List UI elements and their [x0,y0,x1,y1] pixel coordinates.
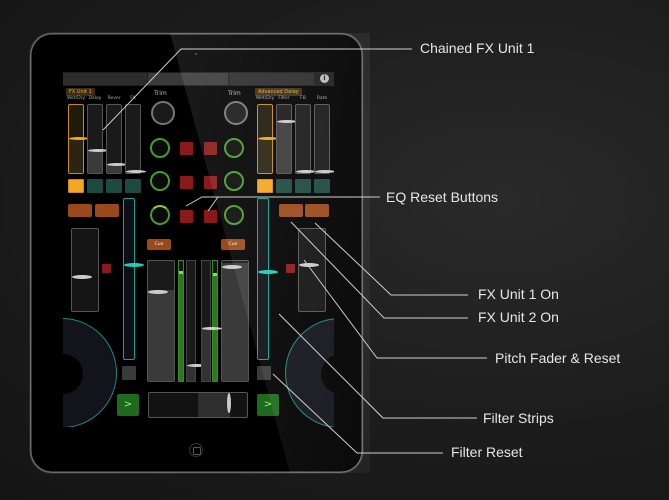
fx-param-handle[interactable] [88,148,108,152]
fx-param-slider[interactable] [68,104,89,174]
fx-param-label: Rate [316,96,328,101]
fx-param-handle[interactable] [315,169,334,173]
deck-display-left[interactable] [63,73,147,85]
eq-hi-right-knob[interactable] [224,138,244,158]
fx-pad-button[interactable] [295,179,311,193]
gain-fader-left[interactable] [186,260,207,382]
fx-param-handle[interactable] [258,137,278,140]
crossfader[interactable] [148,392,248,418]
camera-icon [195,53,197,55]
filter-reset-left-button[interactable] [122,366,136,380]
fx-param-label: Rever [107,96,121,101]
fx2-on-right-button[interactable] [305,204,329,217]
channel-right-handle[interactable] [222,265,242,270]
home-button[interactable] [189,443,203,457]
fx-param-label: Filter [278,96,290,101]
callout-chained-fx: Chained FX Unit 1 [420,40,535,56]
channel-fader-right[interactable] [221,260,249,382]
filter-strip-left[interactable] [123,198,144,360]
fx-param-handle[interactable] [126,169,146,173]
fx-param-slider[interactable] [295,104,316,174]
trim-left-label: Trim [154,90,167,97]
fx-pad-button[interactable] [257,179,273,193]
fx1-on-right-button[interactable] [279,204,303,217]
callout-pitch-fader: Pitch Fader & Reset [495,350,621,366]
fx-pad-button[interactable] [125,179,141,193]
pitch-reset-left-button[interactable] [102,264,111,273]
fx-pad-button[interactable] [314,179,330,193]
fx-param-slider[interactable] [314,104,334,174]
fx1-on-left-button[interactable] [68,204,92,217]
fx-param-slider[interactable] [106,104,127,174]
callout-fx1-on: FX Unit 1 On [478,286,559,302]
crossfader-handle[interactable] [227,393,232,413]
eq-hi-left-knob[interactable] [150,138,170,158]
eq-reset-mid-left[interactable] [180,176,193,189]
gain-right-handle[interactable] [202,326,222,330]
eq-mid-left-knob[interactable] [150,171,170,191]
callout-filter-reset: Filter Reset [451,444,523,460]
fx-pad-button[interactable] [106,179,122,193]
callout-eq-reset: EQ Reset Buttons [386,189,499,205]
play-right-button[interactable]: > [257,394,279,416]
fx-param-handle[interactable] [69,137,89,140]
cue-right-button[interactable]: Cue [221,239,245,250]
filter-left-handle[interactable] [124,262,144,267]
cue-left-button[interactable]: Cue [147,239,171,250]
channel-fader-left[interactable] [147,260,175,382]
fx-param-slider[interactable] [276,104,297,174]
fx-pad-button[interactable] [68,179,84,193]
pitch-reset-right-button[interactable] [286,264,295,273]
eq-reset-low-left[interactable] [180,210,193,223]
eq-mid-right-knob[interactable] [224,171,244,191]
trim-left-knob[interactable] [151,101,175,125]
fx-unit-right-title[interactable]: Advanced Delay [255,88,302,96]
play-left-button[interactable]: > [117,394,139,416]
trim-right-knob[interactable] [224,101,248,125]
fx2-on-left-button[interactable] [95,204,119,217]
eq-low-left-knob[interactable] [150,205,170,225]
eq-reset-hi-right[interactable] [204,142,217,155]
channel-left-handle[interactable] [148,290,168,295]
fx-pad-button[interactable] [276,179,292,193]
trim-right-label: Trim [228,90,241,97]
fx-param-handle[interactable] [296,169,316,173]
fx-pad-button[interactable] [87,179,103,193]
fx-param-slider[interactable] [87,104,108,174]
eq-low-right-knob[interactable] [224,205,244,225]
info-icon[interactable]: i [320,74,329,83]
eq-reset-low-right[interactable] [204,210,217,223]
filter-strip-right[interactable] [257,198,278,360]
eq-reset-hi-left[interactable] [180,142,193,155]
fx-param-handle[interactable] [107,162,127,166]
fx-param-label: Delay [88,96,102,101]
filter-right-handle[interactable] [258,270,278,275]
deck-display-center[interactable] [148,73,228,85]
fx-param-slider[interactable] [125,104,146,174]
eq-reset-mid-right[interactable] [204,176,217,189]
gain-left-handle[interactable] [187,364,207,368]
callout-fx2-on: FX Unit 2 On [478,309,559,325]
level-meter-left [178,260,184,382]
pitch-right-handle[interactable] [299,262,319,267]
fx-param-label: FB [300,96,306,101]
fx-param-label: Wet/Dry [67,96,86,101]
gain-fader-right[interactable] [201,260,222,382]
pitch-fader-left[interactable] [71,228,99,312]
deck-display-right[interactable] [229,73,314,85]
fx-param-handle[interactable] [277,120,297,123]
callout-filter-strips: Filter Strips [483,410,554,426]
fx-unit-left-title[interactable]: FX Unit 1 [66,88,95,96]
fx-param-slider[interactable] [257,104,278,174]
fx-param-label: Wet/Dry [256,96,275,101]
pitch-left-handle[interactable] [72,275,92,280]
filter-reset-right-button[interactable] [257,366,271,380]
